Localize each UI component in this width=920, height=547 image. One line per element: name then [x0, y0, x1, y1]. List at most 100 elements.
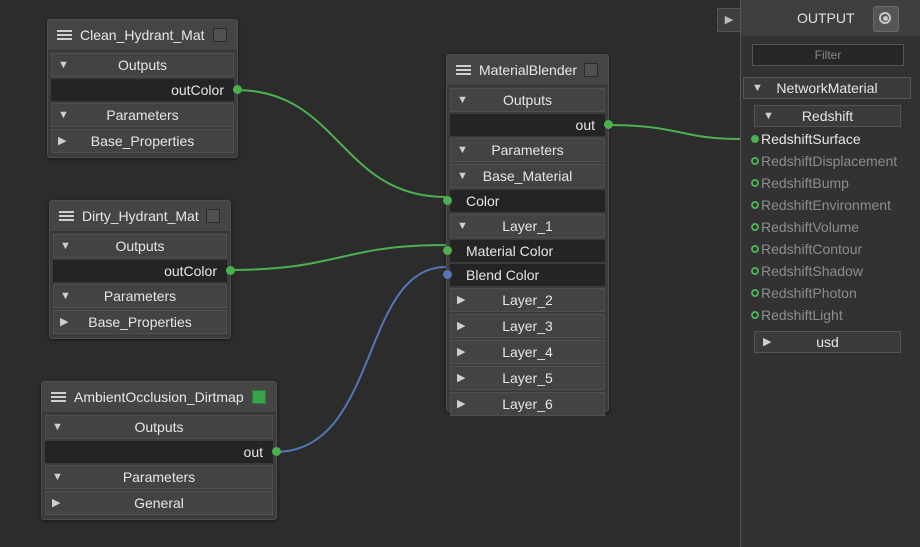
menu-icon[interactable] [51, 392, 66, 402]
outputs-section[interactable]: ▼Outputs [450, 88, 605, 112]
expand-triangle-icon[interactable]: ▼ [457, 220, 468, 232]
expand-triangle-icon[interactable]: ▼ [60, 290, 71, 302]
node-header[interactable]: MaterialBlender [447, 55, 608, 86]
collapse-triangle-icon[interactable]: ▶ [60, 316, 69, 328]
collapse-triangle-icon[interactable]: ▶ [58, 135, 67, 147]
layer-6-section[interactable]: ▶Layer_6 [450, 392, 605, 416]
input-redshift-light[interactable]: RedshiftLight [751, 305, 843, 325]
expand-triangle-icon[interactable]: ▼ [52, 421, 63, 433]
wire-dirty-to-material-color[interactable] [228, 244, 447, 271]
menu-icon[interactable] [57, 30, 72, 40]
expand-triangle-icon[interactable]: ▼ [52, 471, 63, 483]
status-box[interactable] [206, 209, 220, 223]
outputs-section[interactable]: ▼Outputs [45, 415, 273, 439]
out-color-port[interactable]: outColor [51, 79, 242, 101]
input-redshift-photon[interactable]: RedshiftPhoton [751, 283, 857, 303]
input-redshift-surface[interactable]: RedshiftSurface [751, 129, 861, 149]
input-redshift-bump[interactable]: RedshiftBump [751, 173, 849, 193]
out-color-port[interactable]: outColor [53, 260, 235, 282]
node-clean-hydrant-mat[interactable]: Clean_Hydrant_Mat ▼Outputs outColor ▼Par… [47, 19, 242, 158]
input-port-dot[interactable] [443, 270, 452, 279]
node-dirty-hydrant-mat[interactable]: Dirty_Hydrant_Mat ▼Outputs outColor ▼Par… [49, 200, 235, 339]
out-port[interactable]: out [45, 441, 281, 463]
layer-5-section[interactable]: ▶Layer_5 [450, 366, 605, 390]
expand-triangle-icon[interactable]: ▼ [457, 94, 468, 106]
input-redshift-environment[interactable]: RedshiftEnvironment [751, 195, 891, 215]
section-label: NetworkMaterial [776, 80, 878, 96]
menu-icon[interactable] [59, 211, 74, 221]
input-port-dot[interactable] [751, 245, 759, 254]
input-port-dot[interactable] [751, 311, 759, 320]
node-ambient-occlusion-dirtmap[interactable]: AmbientOcclusion_Dirtmap ▼Outputs out ▼P… [41, 381, 281, 520]
expand-triangle-icon[interactable]: ▼ [752, 82, 763, 94]
input-port-dot[interactable] [751, 223, 759, 232]
node-material-blender[interactable]: MaterialBlender ▼Outputs out ▼Parameters… [443, 54, 613, 416]
expand-triangle-icon[interactable]: ▼ [457, 144, 468, 156]
input-port-dot[interactable] [751, 201, 759, 210]
input-redshift-displacement[interactable]: RedshiftDisplacement [751, 151, 897, 171]
base-properties-section[interactable]: ▶Base_Properties [51, 129, 234, 153]
input-label: RedshiftShadow [761, 263, 863, 279]
expand-triangle-icon[interactable]: ▼ [58, 109, 69, 121]
collapse-triangle-icon[interactable]: ▶ [457, 346, 466, 358]
input-port-dot[interactable] [443, 246, 452, 255]
menu-icon[interactable] [456, 65, 471, 75]
collapse-triangle-icon[interactable]: ▶ [457, 320, 466, 332]
output-port-dot[interactable] [233, 85, 242, 94]
layer-1-section[interactable]: ▼Layer_1 [450, 214, 605, 238]
collapse-triangle-icon[interactable]: ▶ [457, 398, 466, 410]
layer-2-section[interactable]: ▶Layer_2 [450, 288, 605, 312]
output-port-dot[interactable] [272, 447, 281, 456]
node-header[interactable]: Dirty_Hydrant_Mat [50, 201, 230, 232]
collapse-triangle-icon[interactable]: ▶ [763, 336, 772, 348]
output-port-dot[interactable] [226, 266, 235, 275]
wire-ambient-to-blend-color[interactable] [274, 266, 447, 453]
input-redshift-shadow[interactable]: RedshiftShadow [751, 261, 863, 281]
layer-4-section[interactable]: ▶Layer_4 [450, 340, 605, 364]
wire-clean-to-color[interactable] [235, 89, 447, 198]
parameters-section[interactable]: ▼Parameters [53, 284, 227, 308]
input-port-dot[interactable] [443, 196, 452, 205]
input-port-dot[interactable] [751, 179, 759, 188]
collapse-triangle-icon[interactable]: ▶ [457, 294, 466, 306]
layer-3-section[interactable]: ▶Layer_3 [450, 314, 605, 338]
filter-input[interactable]: Filter [752, 44, 904, 66]
input-port-dot[interactable] [751, 267, 759, 276]
general-section[interactable]: ▶General [45, 491, 273, 515]
material-color-port[interactable]: Material Color [443, 240, 605, 262]
outputs-section[interactable]: ▼Outputs [53, 234, 227, 258]
wire-blender-to-surface[interactable] [606, 124, 741, 140]
output-node-icon[interactable] [873, 6, 899, 32]
collapse-triangle-icon[interactable]: ▶ [457, 372, 466, 384]
parameters-section[interactable]: ▼Parameters [45, 465, 273, 489]
status-box[interactable] [584, 63, 598, 77]
base-properties-section[interactable]: ▶Base_Properties [53, 310, 227, 334]
status-box[interactable] [252, 390, 266, 404]
outputs-section[interactable]: ▼Outputs [51, 53, 234, 77]
collapse-triangle-icon[interactable]: ▶ [52, 497, 61, 509]
expand-triangle-icon[interactable]: ▼ [58, 59, 69, 71]
input-port-dot[interactable] [751, 157, 759, 166]
status-box[interactable] [213, 28, 227, 42]
expand-triangle-icon[interactable]: ▼ [763, 110, 774, 122]
out-port[interactable]: out [450, 114, 613, 136]
blend-color-port[interactable]: Blend Color [443, 264, 605, 286]
node-header[interactable]: Clean_Hydrant_Mat [48, 20, 237, 51]
usd-section[interactable]: ▶usd [754, 331, 901, 353]
expand-triangle-icon[interactable]: ▼ [457, 170, 468, 182]
base-material-section[interactable]: ▼Base_Material [450, 164, 605, 188]
input-redshift-contour[interactable]: RedshiftContour [751, 239, 862, 259]
color-port[interactable]: Color [443, 190, 605, 212]
node-header[interactable]: AmbientOcclusion_Dirtmap [42, 382, 276, 413]
panel-collapse-button[interactable]: ▶ [717, 8, 741, 32]
input-port-dot[interactable] [751, 135, 759, 144]
parameters-section[interactable]: ▼Parameters [51, 103, 234, 127]
input-port-dot[interactable] [751, 289, 759, 298]
input-label: RedshiftVolume [761, 219, 860, 235]
network-material-section[interactable]: ▼ NetworkMaterial [743, 77, 911, 99]
redshift-section[interactable]: ▼Redshift [754, 105, 901, 127]
input-redshift-volume[interactable]: RedshiftVolume [751, 217, 859, 237]
expand-triangle-icon[interactable]: ▼ [60, 240, 71, 252]
parameters-section[interactable]: ▼Parameters [450, 138, 605, 162]
output-port-dot[interactable] [604, 120, 613, 129]
